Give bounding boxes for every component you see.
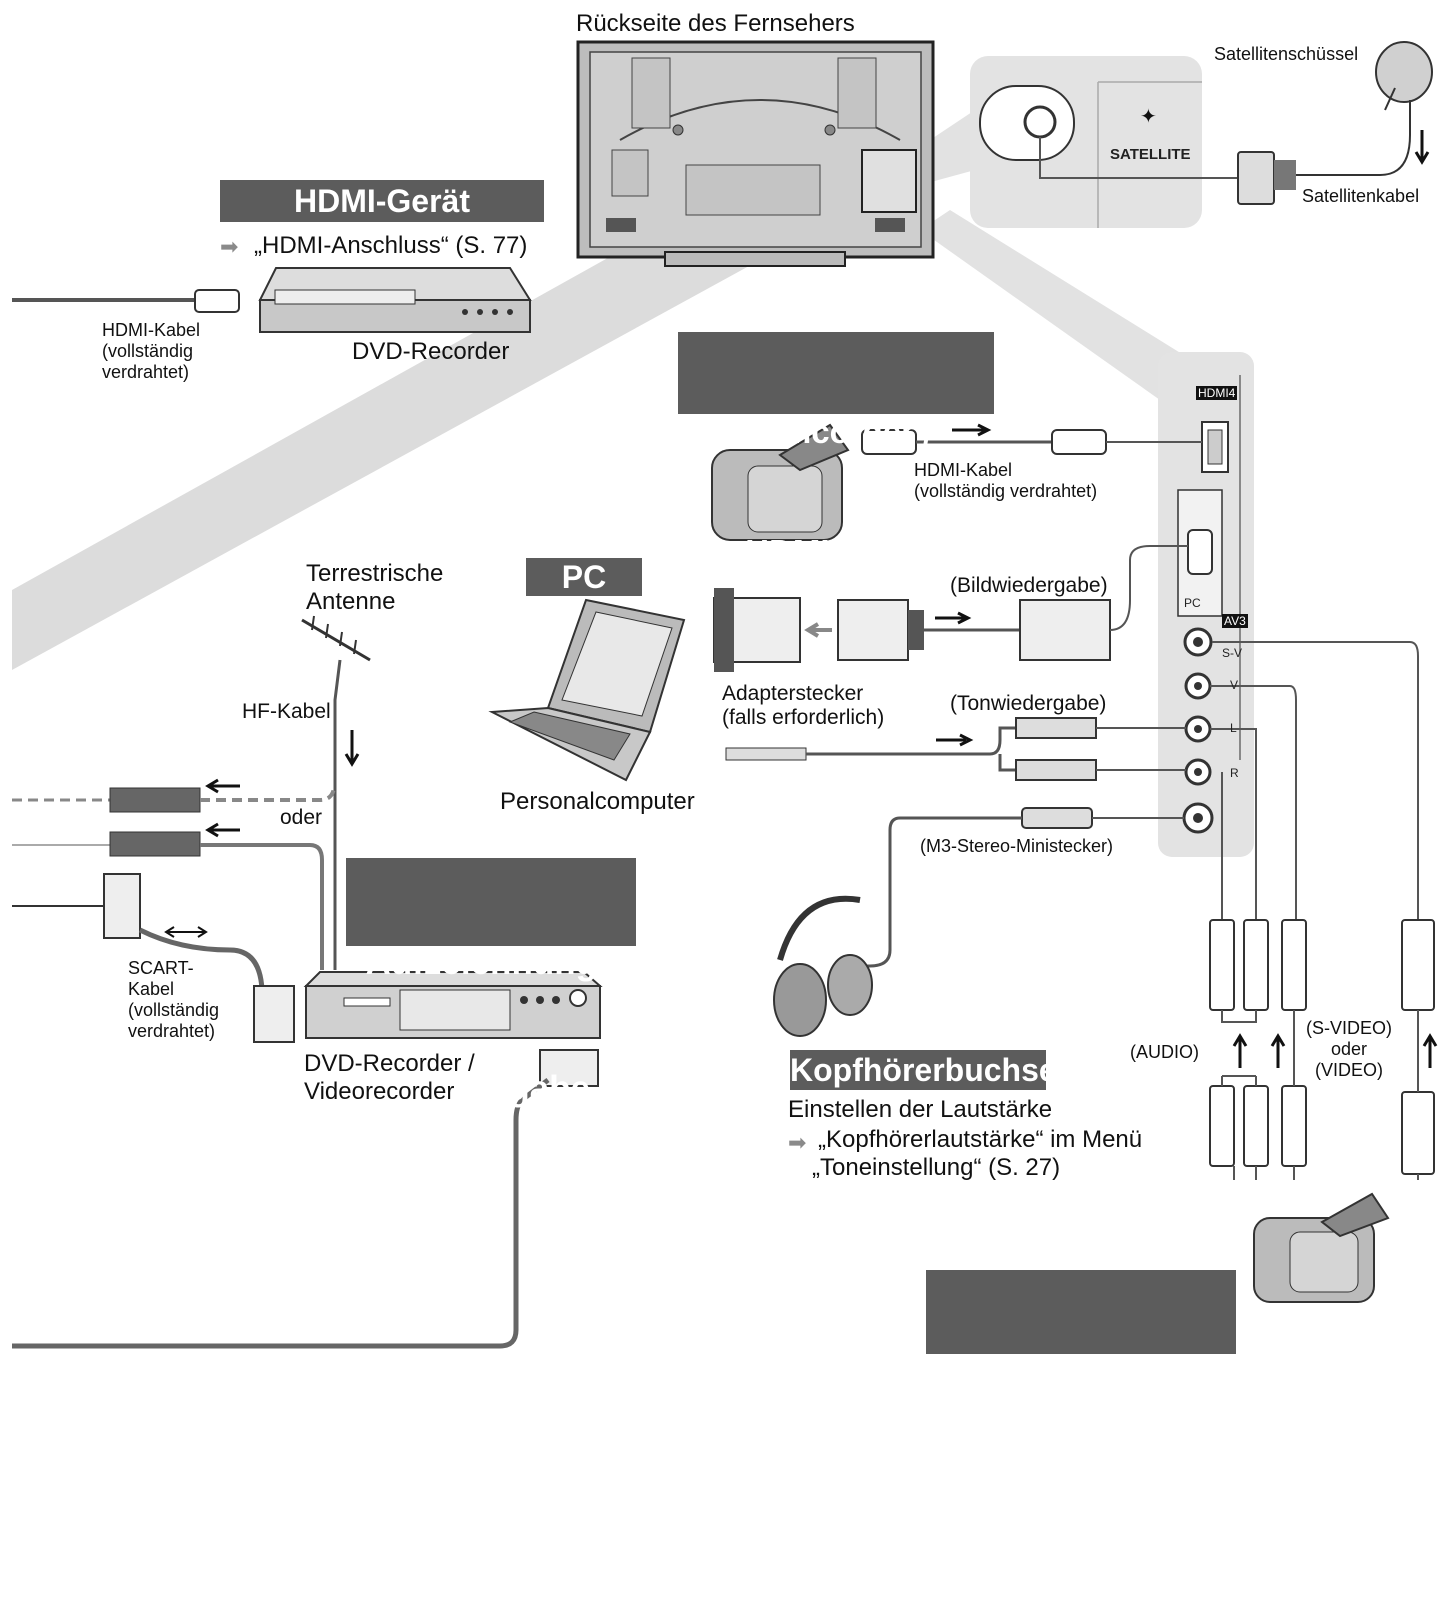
reference-arrow-icon: ➡ [220, 234, 239, 259]
recording-banner-line2: Wiedergabe [391, 1069, 591, 1108]
hdmi-plug-left [194, 289, 240, 313]
satellite-cable-label: Satellitenkabel [1302, 186, 1420, 206]
camcorder-game-banner-line2: Videospielkonsole [936, 1477, 1226, 1514]
antenna-label: Terrestrische Antenne [306, 560, 444, 615]
audio-label: (AUDIO) [1130, 1042, 1199, 1062]
beam-to-side-panel [920, 210, 1240, 400]
volume-label: Einstellen der Lautstärke [788, 1096, 1053, 1123]
v-port-label: V [1230, 678, 1239, 692]
av3-port-label: AV3 [1222, 614, 1248, 628]
pc-port [1187, 529, 1213, 575]
hdmi-cable-label: HDMI-Kabel (vollständig verdrahtet) [102, 320, 201, 382]
or-label: oder [280, 806, 323, 829]
tv-back [576, 40, 935, 267]
rf-cable-label: HF-Kabel [242, 700, 331, 723]
connection-diagram: Rückseite des Fernsehers Satellitenschüs… [12, 10, 1438, 1514]
camcorder-top [711, 423, 850, 541]
dvd-recorder-bottom [303, 971, 603, 1039]
laptop [488, 598, 686, 782]
dvd-recorder-top [258, 267, 532, 333]
headphone-banner: Kopfhörerbuchse [790, 1050, 1057, 1090]
sv-port-label: S-V [1222, 646, 1243, 660]
r-port-label: R [1230, 766, 1239, 780]
headphone-reference-line1: „Kopfhörerlautstärke“ im Menü [818, 1126, 1143, 1153]
hdmi4-port-label: HDMI4 [1196, 386, 1238, 400]
pc-banner: PC [526, 558, 642, 596]
antenna-graphic [301, 615, 371, 662]
scart-plug-left [103, 873, 141, 939]
satellite-dish-label: Satellitenschüssel [1214, 44, 1359, 64]
camcorder-hdmi-banner: Camcorder / HDMI-Gerät [678, 332, 994, 570]
pc-video-label: (Bildwiedergabe) [950, 574, 1108, 597]
pc-audio-label: (Tonwiedergabe) [950, 692, 1107, 715]
hdmi-reference: „HDMI-Anschluss“ (S. 77) [254, 232, 528, 259]
dvd-recorder-label: DVD-Recorder [352, 338, 510, 365]
camcorder-bottom [1253, 1192, 1390, 1303]
recorder-device-label: DVD-Recorder / Videorecorder [304, 1050, 475, 1105]
camcorder-hdmi-banner-line1: Camcorder / [739, 413, 933, 450]
camcorder-hdmi-banner-line2: HDMI-Gerät [745, 533, 927, 570]
pc-port-label: PC [1184, 596, 1201, 610]
scart-cable-label: SCART- Kabel (vollständig verdrahtet) [128, 958, 220, 1041]
l-port-label: L [1230, 721, 1237, 735]
headphones-graphic [773, 895, 873, 1037]
pc-device-label: Personalcomputer [500, 788, 695, 815]
camcorder-game-banner: Camcorder / Videospielkonsole [926, 1270, 1236, 1514]
headphone-plug-label: (M3-Stereo-Ministecker) [920, 836, 1114, 856]
headphone-reference-line2: „Toneinstellung“ (S. 27) [812, 1154, 1061, 1181]
satellite-port-label: SATELLITE [1110, 146, 1191, 163]
recording-banner-line1: Aufzeichnung / [365, 943, 617, 982]
satellite-icon: ✦ [1140, 106, 1157, 128]
hdmi-device-banner: HDMI-Gerät [220, 180, 544, 222]
svideo-label: (S-VIDEO) oder (VIDEO) [1306, 1018, 1393, 1080]
recording-banner: Aufzeichnung / Wiedergabe [346, 858, 636, 1108]
tv-back-label: Rückseite des Fernsehers [576, 10, 855, 37]
reference-arrow-icon: ➡ [788, 1130, 807, 1155]
diagram-graphics [12, 40, 1438, 1349]
adapter-label: Adapterstecker (falls erforderlich) [722, 682, 885, 729]
camcorder-game-banner-line1: Camcorder / [984, 1354, 1178, 1391]
camcorder-hdmi-cable-label: HDMI-Kabel (vollständig verdrahtet) [914, 460, 1098, 501]
beam-to-left [12, 240, 760, 670]
